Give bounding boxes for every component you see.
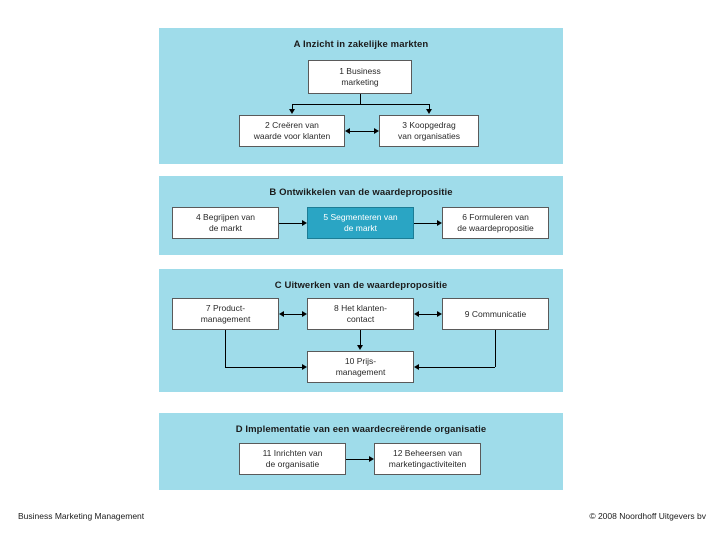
box-4-begrijpen-van-de-markt[interactable]: 4 Begrijpen van de markt: [172, 207, 279, 239]
box-2-line2: waarde voor klanten: [253, 131, 331, 141]
arrow-c-8-9-left: [414, 310, 419, 317]
connector-c-9-down: [495, 330, 496, 367]
connector-c-7-to-10: [225, 367, 302, 368]
arrow-b-5-to-6: [437, 219, 442, 226]
connector-c-8-9: [419, 314, 437, 315]
box-2-creeren-van-waarde[interactable]: 2 Creëren van waarde voor klanten: [239, 115, 345, 147]
box-5-segmenteren-van-de-markt[interactable]: 5 Segmenteren van de markt: [307, 207, 414, 239]
panel-a-title: A Inzicht in zakelijke markten: [293, 39, 429, 50]
connector-c-9-to-10: [419, 367, 495, 368]
box-1-line1: 1 Business: [339, 66, 381, 77]
arrow-d-11-to-12: [369, 455, 374, 462]
box-7-line2: management: [200, 314, 251, 324]
box-11-inrichten-van-de-organisatie[interactable]: 11 Inrichten van de organisatie: [239, 443, 346, 475]
arrow-b-4-to-5: [302, 219, 307, 226]
arrow-a-to-box2: [288, 109, 295, 114]
arrow-c-7-8-right: [302, 310, 307, 317]
connector-a-box2-box3: [350, 131, 374, 132]
box-10-prijsmanagement[interactable]: 10 Prijs- management: [307, 351, 414, 383]
connector-c-7-8: [284, 314, 302, 315]
panel-d: D Implementatie van een waardecreërende …: [159, 413, 563, 490]
box-8-line2: contact: [346, 314, 375, 324]
box-12-line2: marketingactiviteiten: [388, 459, 467, 469]
arrow-a-to-box3: [425, 109, 432, 114]
box-10-line1: 10 Prijs-: [344, 356, 377, 367]
box-6-line2: de waardepropositie: [457, 223, 534, 233]
connector-a-down-right: [429, 104, 430, 110]
connector-b-4-5: [279, 223, 302, 224]
box-8-line1: 8 Het klanten-: [334, 303, 387, 314]
box-2-line1: 2 Creëren van: [265, 120, 319, 131]
box-5-line2: de markt: [343, 223, 378, 233]
box-3-line1: 3 Koopgedrag: [402, 120, 456, 131]
panel-b-title: B Ontwikkelen van de waardepropositie: [269, 187, 453, 198]
connector-a-horizontal: [292, 104, 429, 105]
panel-d-title: D Implementatie van een waardecreërende …: [235, 424, 487, 435]
panel-a: A Inzicht in zakelijke markten: [159, 28, 563, 164]
connector-a-down-left: [292, 104, 293, 110]
connector-a-vertical: [360, 94, 361, 104]
box-4-line1: 4 Begrijpen van: [195, 212, 256, 223]
box-3-line2: van organisaties: [398, 131, 460, 141]
box-9-line1: 9 Communicatie: [464, 308, 527, 319]
box-1-business-marketing[interactable]: 1 Business marketing: [308, 60, 412, 94]
arrow-a-box2-box3-right: [374, 127, 379, 134]
box-9-communicatie[interactable]: 9 Communicatie: [442, 298, 549, 330]
box-12-line1: 12 Beheersen van: [392, 448, 462, 459]
connector-d-11-12: [346, 459, 369, 460]
connector-c-7-down: [225, 330, 226, 367]
connector-b-5-6: [414, 223, 437, 224]
footer-left-text: Business Marketing Management: [18, 511, 145, 521]
box-6-formuleren-waardepropositie[interactable]: 6 Formuleren van de waardepropositie: [442, 207, 549, 239]
box-7-line1: 7 Product-: [205, 303, 246, 314]
box-3-koopgedrag[interactable]: 3 Koopgedrag van organisaties: [379, 115, 479, 147]
box-7-productmanagement[interactable]: 7 Product- management: [172, 298, 279, 330]
arrow-c-7-to-10: [302, 363, 307, 370]
box-8-het-klantencontact[interactable]: 8 Het klanten- contact: [307, 298, 414, 330]
box-12-beheersen-van-marketingactiviteiten[interactable]: 12 Beheersen van marketingactiviteiten: [374, 443, 481, 475]
arrow-c-7-8-left: [279, 310, 284, 317]
footer-right-text: © 2008 Noordhoff Uitgevers bv: [589, 511, 706, 521]
box-4-line2: de markt: [208, 223, 243, 233]
arrow-a-box2-box3-left: [345, 127, 350, 134]
box-10-line2: management: [335, 367, 386, 377]
box-11-line2: de organisatie: [265, 459, 320, 469]
box-5-line1: 5 Segmenteren van: [323, 212, 398, 223]
box-11-line1: 11 Inrichten van: [262, 448, 323, 459]
connector-c-8-to-10: [360, 330, 361, 345]
box-1-line2: marketing: [341, 77, 379, 87]
arrow-c-8-to-10: [356, 345, 363, 350]
panel-c-title: C Uitwerken van de waardepropositie: [274, 280, 448, 291]
arrow-c-8-9-right: [437, 310, 442, 317]
box-6-line1: 6 Formuleren van: [462, 212, 529, 223]
arrow-c-9-to-10: [414, 363, 419, 370]
